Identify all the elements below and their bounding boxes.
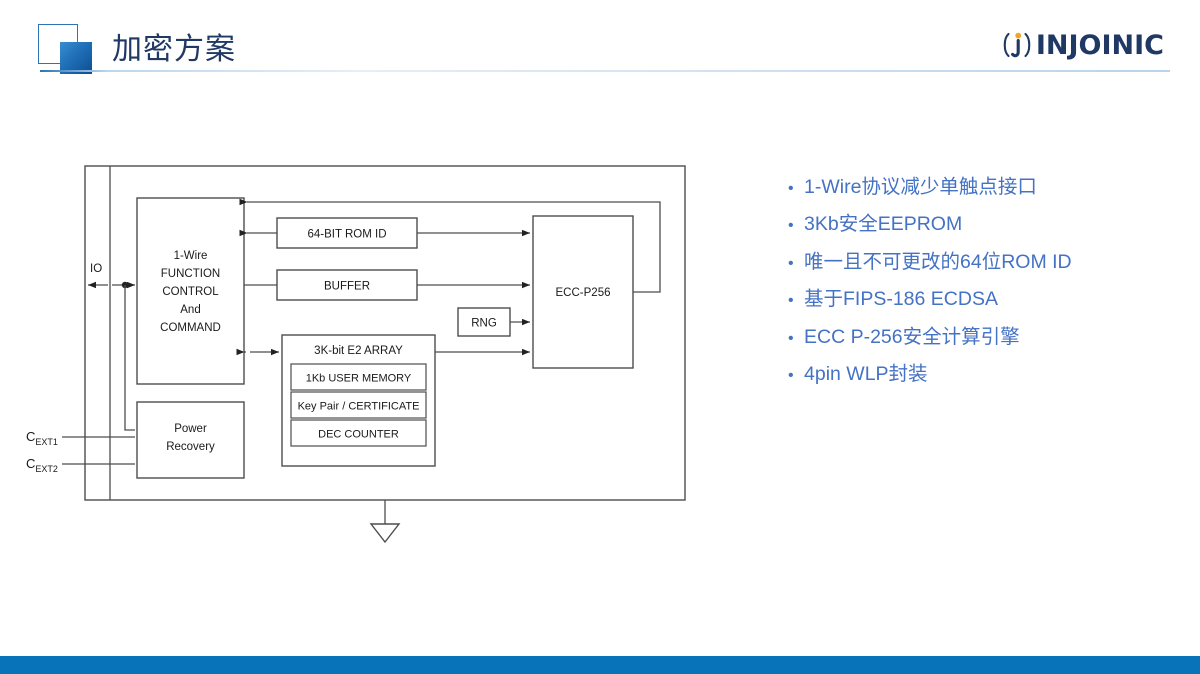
ecc-label: ECC-P256 (556, 287, 611, 299)
block-onewire-control: 1-Wire FUNCTION CONTROL And COMMAND (136, 197, 245, 385)
block-rng: RNG (457, 307, 511, 337)
list-item: • 4pin WLP封装 (788, 362, 1188, 386)
bullet-marker-icon: • (788, 217, 794, 235)
onewire-line-4: COMMAND (160, 322, 221, 334)
title-decoration-mark (38, 24, 100, 74)
block-ecc-p256: ECC-P256 (532, 215, 634, 369)
block-rom-id: 64-BIT ROM ID (276, 217, 418, 249)
bullet-marker-icon: • (788, 292, 794, 310)
list-item: • 1-Wire协议减少单触点接口 (788, 175, 1188, 199)
page-title: 加密方案 (112, 32, 236, 67)
bullet-text: 4pin WLP封装 (804, 362, 928, 385)
pin-labels: IO CEXT1 CEXT2 (26, 263, 102, 474)
rom-id-label: 64-BIT ROM ID (307, 229, 386, 241)
dec-counter-label: DEC COUNTER (318, 429, 399, 441)
bullet-marker-icon: • (788, 366, 794, 384)
block-e2-array: 3K-bit E2 ARRAY 1Kb USER MEMORY Key Pair… (281, 334, 436, 467)
onewire-line-2: CONTROL (162, 286, 219, 298)
power-line-1: Recovery (166, 441, 215, 453)
bullet-marker-icon: • (788, 180, 794, 197)
list-item: • 唯一且不可更改的64位ROM ID (788, 250, 1188, 274)
pin-cext2-label: CEXT2 (26, 456, 58, 474)
block-buffer: BUFFER (276, 269, 418, 301)
list-item: • 3Kb安全EEPROM (788, 212, 1188, 236)
key-pair-label: Key Pair / CERTIFICATE (298, 401, 420, 413)
bullet-marker-icon: • (788, 254, 794, 272)
header-divider (40, 70, 1170, 72)
bullet-text: ECC P-256安全计算引擎 (804, 325, 1020, 348)
pin-cext1-label: CEXT1 (26, 429, 58, 447)
list-item: • 基于FIPS-186 ECDSA (788, 287, 1188, 311)
pin-io-label: IO (90, 263, 102, 275)
injoinic-mark-icon (1003, 32, 1031, 58)
block-diagram: 1-Wire FUNCTION CONTROL And COMMAND 64-B… (26, 165, 686, 544)
footer-bar (0, 656, 1200, 674)
buffer-label: BUFFER (324, 281, 370, 293)
slide-header: 加密方案 INJOINIC (0, 0, 1200, 78)
onewire-line-1: FUNCTION (161, 268, 220, 280)
e2-array-label: 3K-bit E2 ARRAY (314, 345, 403, 357)
rng-label: RNG (471, 318, 497, 330)
company-logo: INJOINIC (1000, 28, 1164, 62)
bullet-text: 唯一且不可更改的64位ROM ID (804, 250, 1072, 273)
list-item: • ECC P-256安全计算引擎 (788, 325, 1188, 349)
bullet-marker-icon: • (788, 329, 794, 347)
logo-wordmark: INJOINIC (1035, 29, 1164, 61)
square-filled-icon (60, 42, 92, 74)
bullet-text: 3Kb安全EEPROM (804, 213, 963, 236)
power-line-0: Power (174, 423, 207, 435)
onewire-line-3: And (180, 304, 200, 316)
diagram-wires (62, 166, 661, 544)
block-power-recovery: Power Recovery (136, 401, 245, 479)
user-memory-label: 1Kb USER MEMORY (306, 373, 412, 385)
bullet-text: 基于FIPS-186 ECDSA (804, 288, 998, 311)
bullet-text: 1-Wire协议减少单触点接口 (804, 176, 1037, 198)
feature-bullet-list: • 1-Wire协议减少单触点接口 • 3Kb安全EEPROM • 唯一且不可更… (788, 175, 1188, 399)
onewire-line-0: 1-Wire (174, 250, 208, 262)
